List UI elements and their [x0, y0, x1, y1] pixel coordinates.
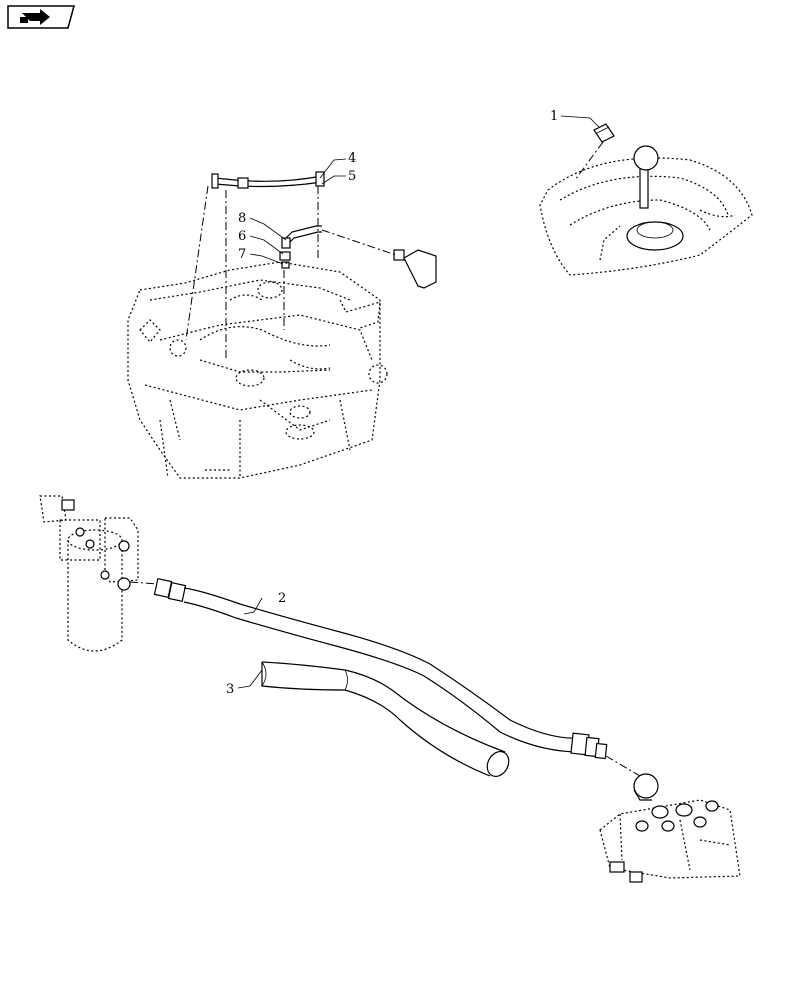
- leader-lines: [237, 115, 601, 689]
- callout-4: 4: [348, 151, 356, 166]
- sleeve-3-illustration: [261, 661, 510, 778]
- callout-3: 3: [226, 682, 234, 697]
- callout-5: 5: [348, 169, 356, 184]
- next-page-button[interactable]: [6, 4, 76, 30]
- callout-1: 1: [550, 109, 558, 124]
- valve-illustration: [599, 773, 741, 883]
- callout-7: 7: [238, 247, 246, 262]
- filter-illustration: [39, 495, 159, 652]
- hose-2-illustration: [153, 578, 641, 777]
- chassis-illustration: [127, 171, 437, 479]
- callout-6: 6: [238, 229, 246, 244]
- next-page-arrow-icon: [7, 5, 75, 29]
- steering-console-illustration: [539, 123, 753, 276]
- callout-8: 8: [238, 211, 246, 226]
- callout-2: 2: [278, 591, 286, 606]
